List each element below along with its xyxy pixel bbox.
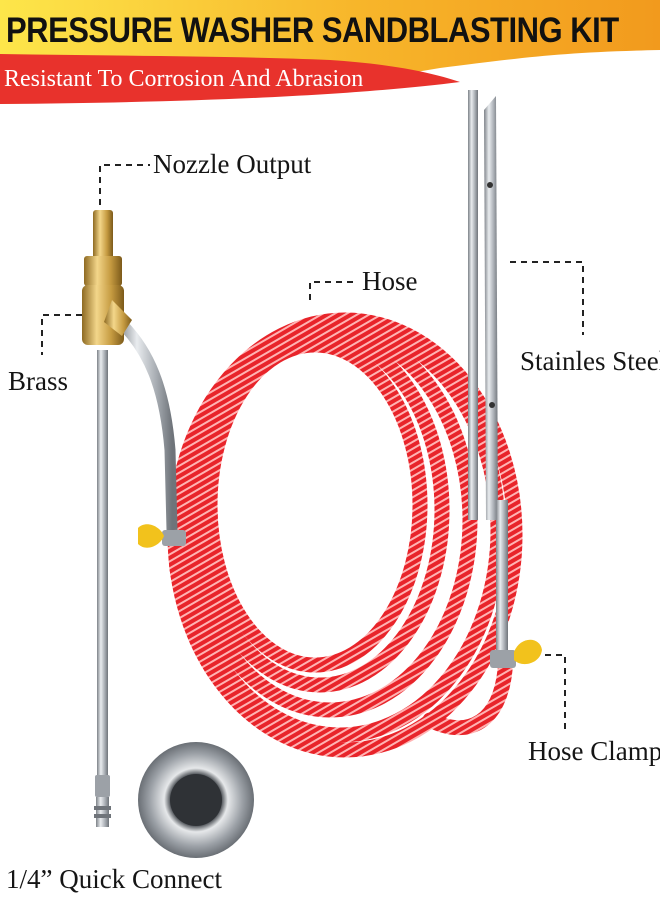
hose-clamp-left bbox=[138, 524, 186, 548]
hose-label: Hose bbox=[362, 266, 418, 296]
hose-clamp-right bbox=[490, 639, 542, 668]
nozzle-output-tip bbox=[93, 210, 113, 260]
sandblast-wand bbox=[82, 210, 178, 827]
nozzle-output-label: Nozzle Output bbox=[153, 149, 312, 179]
page-title: PRESSURE WASHER SANDBLASTING KIT bbox=[6, 10, 619, 51]
brass-label: Brass bbox=[8, 366, 68, 396]
header-banner bbox=[0, 0, 660, 104]
hose-coil bbox=[167, 312, 523, 758]
callout-lines bbox=[41, 164, 584, 730]
stainless-steel-label: Stainles Steel bbox=[520, 346, 660, 376]
hose-clamp-label: Hose Clamp bbox=[528, 736, 660, 766]
quick-connect-fitting bbox=[138, 742, 254, 858]
header-banner-text: PRESSURE WASHER SANDBLASTING KIT Resista… bbox=[0, 0, 660, 110]
page-subtitle: Resistant To Corrosion And Abrasion bbox=[4, 66, 364, 92]
brass-body bbox=[82, 285, 124, 345]
pickup-tube bbox=[468, 90, 508, 650]
quick-connect-label: 1/4” Quick Connect bbox=[6, 864, 222, 894]
